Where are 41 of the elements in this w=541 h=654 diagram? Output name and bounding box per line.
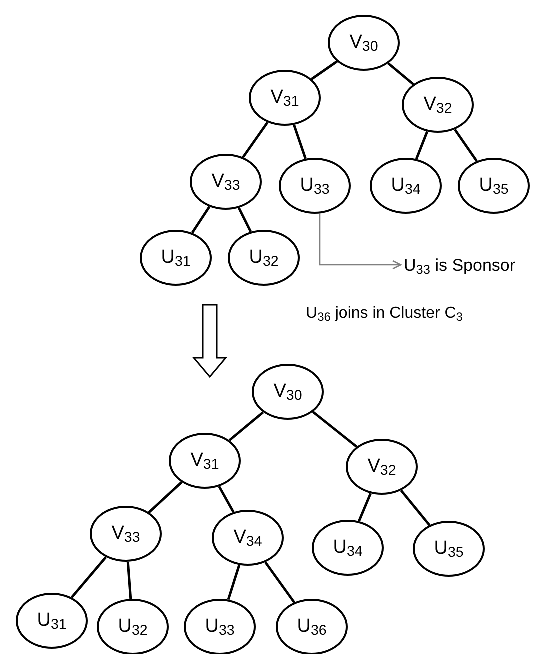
tree-edge [218, 486, 235, 513]
tree-node-ellipse: U$_{33}$ [184, 599, 256, 654]
tree-node-ellipse: U$_{34}$ [312, 520, 384, 576]
tree-edge [388, 62, 414, 86]
note-text: U$_{33}$ is Sponsor [404, 254, 528, 276]
tree-node-ellipse: V$_{33}$ [190, 154, 262, 210]
tree-edge [227, 564, 241, 600]
tree-node-ellipse: U$_{35}$ [458, 158, 530, 214]
tree-node-ellipse: V$_{32}$ [402, 77, 474, 133]
tree-edge [126, 562, 132, 600]
tree-edge [454, 128, 478, 162]
tree-node-ellipse: V$_{32}$ [346, 439, 418, 495]
tree-edge [415, 131, 429, 160]
tree-edge [311, 60, 338, 80]
tree-edge [264, 562, 296, 604]
tree-node-ellipse: U$_{34}$ [370, 158, 442, 214]
tree-edge [191, 206, 211, 234]
tree-node-ellipse: V$_{30}$ [328, 15, 400, 71]
tree-node-ellipse: U$_{32}$ [228, 230, 300, 286]
tree-node-ellipse: V$_{33}$ [90, 506, 162, 562]
tree-edge [228, 411, 264, 442]
tree-edge [148, 482, 183, 514]
tree-edge [312, 411, 358, 448]
tree-node-ellipse: U$_{32}$ [97, 599, 169, 654]
leader-line [319, 214, 402, 270]
tree-node-ellipse: U$_{36}$ [276, 599, 348, 654]
tree-node-ellipse: U$_{35}$ [413, 521, 485, 577]
tree-node-ellipse: V$_{34}$ [212, 510, 284, 566]
tree-node-ellipse: U$_{31}$ [16, 593, 88, 649]
tree-node-ellipse: V$_{31}$ [249, 70, 321, 126]
tree-edge [358, 493, 372, 522]
tree-edge [400, 490, 431, 526]
tree-edge [293, 124, 307, 160]
tree-edge [238, 208, 252, 232]
tree-node-ellipse: V$_{31}$ [169, 433, 241, 489]
tree-edge [242, 122, 269, 158]
tree-node-ellipse: U$_{31}$ [140, 230, 212, 286]
note-text: U$_{36}$ joins in Cluster C$_{3}$ [306, 304, 463, 326]
tree-node-ellipse: V$_{30}$ [252, 364, 324, 420]
tree-edge [70, 556, 108, 598]
tree-node-ellipse: U$_{33}$ [279, 158, 351, 214]
